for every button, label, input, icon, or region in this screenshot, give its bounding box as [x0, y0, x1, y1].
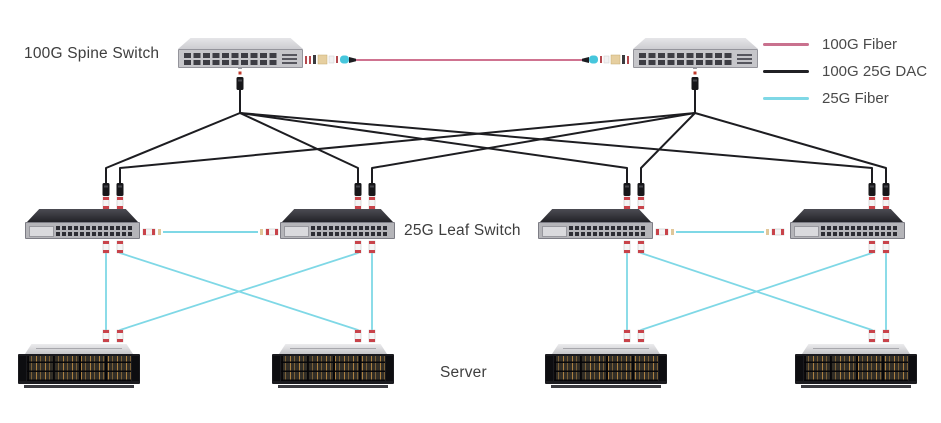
25g-fiber-line-swatch	[763, 97, 809, 100]
chassis-top	[27, 209, 138, 222]
chassis-top	[25, 344, 133, 354]
link-100g-fiber	[305, 54, 629, 65]
blank-module	[794, 226, 819, 237]
legend-label: 100G 25G DAC	[822, 63, 928, 80]
mgmt-ports	[737, 53, 752, 64]
rack-rail	[273, 356, 280, 381]
server-4	[795, 344, 917, 390]
chassis-base	[278, 385, 388, 388]
chassis-top	[282, 209, 393, 222]
dac-line-swatch	[763, 70, 809, 73]
port-row	[56, 226, 134, 230]
chassis-front	[18, 354, 140, 384]
legend: 100G Fiber 100G 25G DAC 25G Fiber	[763, 31, 927, 112]
port-row	[184, 53, 278, 58]
port-row	[56, 232, 134, 236]
blank-module	[29, 226, 54, 237]
mgmt-ports	[282, 53, 297, 64]
port-row	[184, 60, 278, 65]
chassis-top	[279, 344, 387, 354]
chassis-front	[795, 354, 917, 384]
legend-label: 100G Fiber	[822, 36, 898, 53]
legend-item-25g-fiber: 25G Fiber	[763, 85, 927, 112]
fiber-end-connectors	[102, 240, 890, 343]
port-row	[569, 232, 647, 236]
port-row	[639, 60, 733, 65]
spine-dac-connectors	[236, 66, 699, 90]
rack-rail	[909, 356, 916, 381]
blank-module	[542, 226, 567, 237]
chassis-top-line	[813, 348, 899, 349]
drive-bays	[281, 356, 385, 381]
rack-rail	[132, 356, 139, 381]
rack-rail	[546, 356, 553, 381]
chassis-front	[178, 49, 303, 68]
rack-rail	[386, 356, 393, 381]
port-row	[639, 53, 733, 58]
drive-bays	[554, 356, 658, 381]
chassis-front	[545, 354, 667, 384]
chassis-front	[272, 354, 394, 384]
chassis-top	[178, 38, 303, 49]
chassis-front	[790, 222, 905, 239]
chassis-top	[792, 209, 903, 222]
chassis-front	[25, 222, 140, 239]
drive-bays	[804, 356, 908, 381]
port-row	[821, 232, 899, 236]
port-row	[311, 232, 389, 236]
chassis-base	[24, 385, 134, 388]
chassis-top	[552, 344, 660, 354]
spine-switch-label: 100G Spine Switch	[24, 45, 160, 62]
chassis-top	[633, 38, 758, 49]
chassis-top-line	[36, 348, 122, 349]
leaf-switch-2	[280, 209, 395, 240]
rack-rail	[19, 356, 26, 381]
server-2	[272, 344, 394, 390]
100g-fiber-line-swatch	[763, 43, 809, 46]
spine-switch-2	[633, 38, 758, 68]
chassis-front	[280, 222, 395, 239]
chassis-top-line	[563, 348, 649, 349]
spine-switch-1	[178, 38, 303, 68]
leaf-switch-1	[25, 209, 140, 240]
chassis-front	[538, 222, 653, 239]
leaf-switch-4	[790, 209, 905, 240]
port-row	[821, 226, 899, 230]
links-leaf-to-server	[105, 252, 887, 331]
chassis-front	[633, 49, 758, 68]
chassis-top	[540, 209, 651, 222]
chassis-base	[801, 385, 911, 388]
port-row	[311, 226, 389, 230]
legend-item-dac: 100G 25G DAC	[763, 58, 927, 85]
rack-rail	[659, 356, 666, 381]
leaf-uplink-connectors	[102, 183, 890, 210]
leaf-switch-3	[538, 209, 653, 240]
leaf-switch-label: 25G Leaf Switch	[404, 222, 521, 239]
blank-module	[284, 226, 309, 237]
server-1	[18, 344, 140, 390]
legend-item-100g-fiber: 100G Fiber	[763, 31, 927, 58]
legend-label: 25G Fiber	[822, 90, 889, 107]
drive-bays	[27, 356, 131, 381]
chassis-top	[802, 344, 910, 354]
server-label: Server	[440, 364, 487, 381]
chassis-base	[551, 385, 661, 388]
port-row	[569, 226, 647, 230]
server-3	[545, 344, 667, 390]
chassis-top-line	[290, 348, 376, 349]
rack-rail	[796, 356, 803, 381]
